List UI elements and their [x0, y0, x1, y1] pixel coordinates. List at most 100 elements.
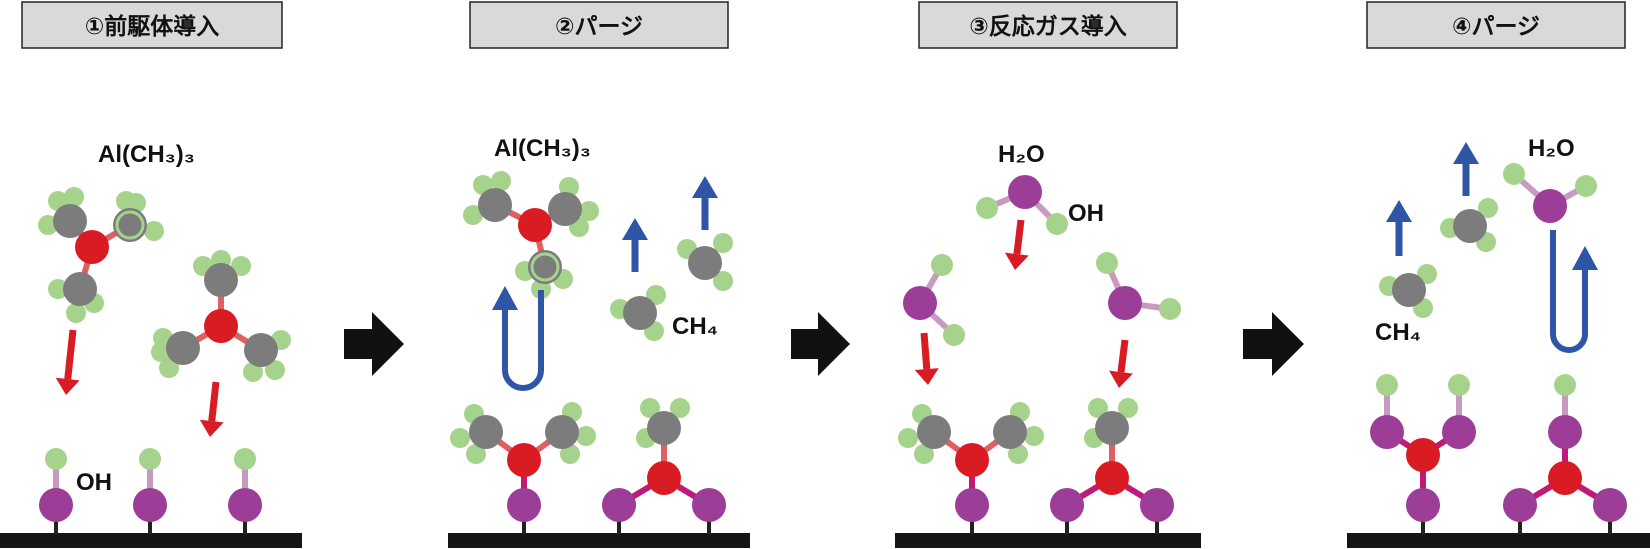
label-ch4-step2: CH₄ [672, 313, 718, 340]
hydrogen-atom [491, 171, 511, 191]
hydrogen-atom [1417, 264, 1437, 284]
surface-hydroxyl [228, 448, 262, 535]
surface-al-dimethyl [898, 402, 1044, 535]
hydrogen-atom [1448, 374, 1470, 396]
methane-molecule [610, 285, 666, 341]
arrow-shaft [1013, 219, 1025, 255]
oxygen-atom [228, 488, 262, 522]
carbon-atom [647, 411, 681, 445]
substrate-2 [448, 533, 750, 548]
red-down-arrow-step3-top [1004, 219, 1029, 270]
methyl-group [1084, 398, 1138, 448]
methane-molecule [677, 233, 733, 291]
surface-al-bridged [1050, 398, 1174, 535]
oxygen-atom [602, 488, 636, 522]
step-2-header: ②パージ [469, 1, 729, 49]
aluminum-atom [647, 461, 681, 495]
blue-up-arrow-step4-right [1453, 142, 1479, 196]
hydrogen-atom [45, 448, 67, 470]
oxygen-atom [1370, 415, 1404, 449]
aluminum-atom [204, 309, 238, 343]
hydrogen-atom [579, 201, 599, 221]
hydrogen-atom [1024, 426, 1044, 446]
carbon-atom [1453, 209, 1487, 243]
label-ch4-step4: CH₄ [1375, 319, 1421, 346]
step-4-title: ④パージ [1452, 13, 1540, 39]
arrow-head [622, 218, 648, 240]
carbon-atom [244, 333, 278, 367]
process-arrow-3 [1243, 312, 1304, 376]
hydrogen-atom [1478, 198, 1498, 218]
surface-al-dihydroxyl [1370, 374, 1476, 535]
methyl-group [993, 402, 1044, 464]
hydrogen-atom [560, 444, 580, 464]
label-h2o-step3: H₂O [998, 141, 1045, 168]
oxygen-atom [1442, 415, 1476, 449]
hydrogen-atom [1503, 163, 1525, 185]
methane-molecule [1379, 264, 1437, 318]
methyl-group [38, 187, 87, 238]
methyl-group [515, 250, 573, 299]
hydrogen-atom [450, 428, 470, 448]
label-h2o-step4: H₂O [1528, 135, 1575, 162]
hydrogen-atom [640, 398, 660, 418]
methyl-group [548, 177, 599, 237]
label-oh-step3: OH [1068, 200, 1104, 227]
methyl-group [1379, 264, 1437, 318]
arrow-head [914, 368, 939, 385]
arrow-head [692, 176, 718, 198]
label-al-ch3-3-step2: Al(CH₃)₃ [494, 135, 591, 162]
oxygen-atom [903, 286, 937, 320]
hydrogen-atom [713, 233, 733, 253]
oxygen-atom [1050, 488, 1084, 522]
carbon-atom [993, 415, 1027, 449]
arrow-shaft [920, 332, 931, 370]
step-3-title: ③反応ガス導入 [969, 13, 1126, 39]
arrow-path [1550, 230, 1588, 353]
step-2-title: ②パージ [555, 13, 643, 39]
water-molecule [976, 175, 1068, 235]
hydrogen-atom [1118, 398, 1138, 418]
carbon-atom [204, 263, 238, 297]
hydrogen-atom [144, 221, 164, 241]
trimethylaluminum-molecule [151, 250, 291, 382]
carbon-atom [53, 204, 87, 238]
surface-hydroxyl [39, 448, 73, 535]
step-3-header: ③反応ガス導入 [918, 1, 1178, 49]
oxygen-atom [1593, 488, 1627, 522]
step-4-header: ④パージ [1366, 1, 1626, 49]
methyl-group [450, 404, 503, 464]
hydrogen-atom [38, 215, 58, 235]
hydrogen-atom [898, 428, 918, 448]
hydrogen-atom [48, 279, 68, 299]
label-al-ch3-3-step1: Al(CH₃)₃ [98, 141, 195, 168]
arrow-shaft [64, 329, 77, 380]
carbon-atom-ring [530, 252, 560, 282]
methane-molecule [1440, 198, 1498, 252]
red-down-arrow-step1-left [55, 329, 80, 395]
carbon-atom [917, 415, 951, 449]
hydrogen-atom [231, 256, 251, 276]
hydrogen-atom [1376, 374, 1398, 396]
methyl-group [898, 404, 951, 464]
methyl-group [113, 191, 164, 242]
trimethylaluminum-molecule [463, 171, 599, 299]
methyl-group [1440, 198, 1498, 252]
arrow-path [502, 290, 544, 391]
blue-up-arrow-step4-left [1386, 200, 1412, 256]
arrow-head [1386, 200, 1412, 222]
hydrogen-atom [914, 444, 934, 464]
arrow-shaft [1117, 339, 1129, 373]
oxygen-atom [692, 488, 726, 522]
aluminum-atom [955, 443, 989, 477]
aluminum-atom [1548, 461, 1582, 495]
hydrogen-atom [976, 197, 998, 219]
arrow-shaft [208, 381, 220, 422]
hydrogen-atom [234, 448, 256, 470]
hydrogen-atom [1096, 252, 1118, 274]
oxygen-atom [1548, 415, 1582, 449]
carbon-atom [623, 296, 657, 330]
hydrogen-atom [1046, 213, 1068, 235]
hydrogen-atom [466, 444, 486, 464]
